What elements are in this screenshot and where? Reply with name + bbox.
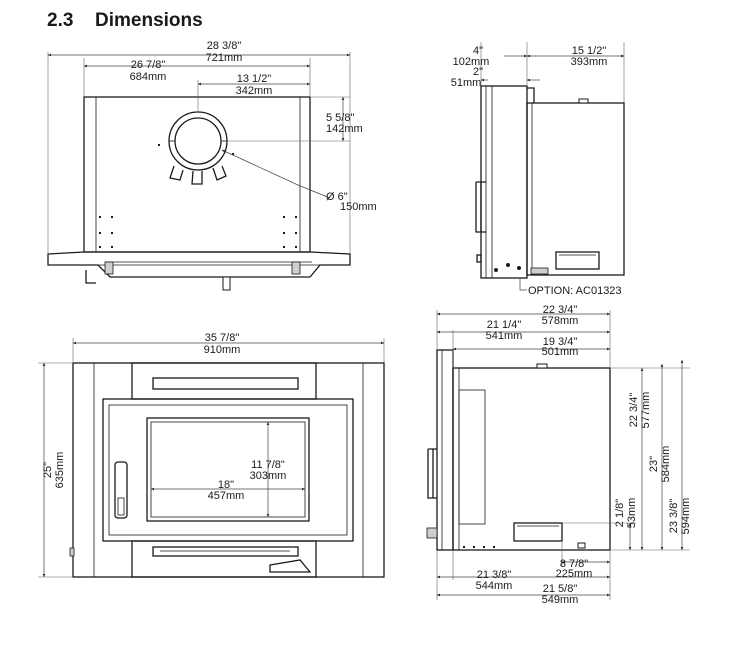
section-number: 2.3 (47, 10, 74, 31)
front-width-in: 35 7/8" (205, 332, 240, 344)
glass-width-in: 18" (218, 479, 234, 491)
front-glass (146, 417, 310, 522)
front-surround (72, 362, 385, 578)
depth-b-in: 19 3/4" (543, 336, 578, 348)
flue-collar (168, 111, 228, 171)
overall-width-in: 28 3/8" (207, 40, 242, 52)
top-view-body (83, 96, 311, 253)
glass-height-mm: 303mm (250, 470, 287, 482)
flue-offset-in: 13 1/2" (237, 73, 272, 85)
flue-diameter-in: Ø 6" (326, 191, 348, 203)
front-width-mm: 910mm (204, 344, 241, 356)
height-b-in: 23" (648, 456, 660, 472)
bottom-b-mm: 549mm (542, 594, 579, 606)
body-depth-mm: 393mm (571, 56, 608, 68)
section-heading: 2.3 Dimensions (47, 10, 203, 32)
flue-diameter-mm: 150mm (340, 201, 377, 213)
overall-depth-mm: 578mm (542, 315, 579, 327)
body-depth-in: 15 1/2" (572, 45, 607, 57)
overall-depth-in: 22 3/4" (543, 304, 578, 316)
top-depth-in: 4" (473, 45, 483, 57)
flue-depth-in: 5 5/8" (326, 112, 354, 124)
body-width-mm: 684mm (130, 71, 167, 83)
height-c-in: 23 3/8" (668, 499, 680, 534)
height-c-mm: 594mm (680, 498, 692, 535)
glass-height-in: 11 7/8" (251, 459, 285, 471)
outlet-height-in: 2 1/8" (614, 499, 626, 527)
glass-width-mm: 457mm (208, 490, 245, 502)
side-upper-body (526, 102, 625, 276)
flue-depth-mm: 142mm (326, 123, 363, 135)
depth-a-in: 21 1/4" (487, 319, 522, 331)
depth-b-mm: 501mm (542, 346, 579, 358)
top-depth-mm: 102mm (453, 56, 490, 68)
bottom-b-in: 21 5/8" (543, 583, 578, 595)
bracket-depth-in: 2" (473, 66, 483, 78)
top-view: 28 3/8" 721mm 26 7/8" 684mm 13 1/2" 342m… (47, 40, 377, 291)
side-view-upper: 4" 102mm 2" 51mm 15 1/2" 393mm OPTION: A… (451, 42, 625, 297)
bracket-depth-mm: 51mm (451, 77, 482, 89)
body-width-in: 26 7/8" (131, 59, 166, 71)
top-view-apron (47, 251, 351, 278)
bottom-a-mm: 544mm (476, 580, 513, 592)
side-lower-body (452, 367, 611, 551)
height-a-mm: 577mm (640, 392, 652, 429)
depth-a-mm: 541mm (486, 330, 523, 342)
flue-offset-mm: 342mm (236, 85, 273, 97)
side-view-lower: 22 3/4" 578mm 21 1/4" 541mm 19 3/4" 501m… (426, 304, 692, 606)
front-view: 35 7/8" 910mm 25" 635mm 18" 457mm 11 7/8… (38, 332, 385, 578)
height-a-in: 22 3/4" (628, 393, 640, 428)
overall-width-mm: 721mm (206, 52, 243, 64)
outlet-height-mm: 53mm (626, 498, 638, 529)
outlet-offset-in: 8 7/8" (560, 558, 588, 570)
outlet-offset-mm: 225mm (556, 568, 593, 580)
section-title: Dimensions (95, 10, 203, 31)
bottom-a-in: 21 3/8" (477, 569, 512, 581)
front-height-mm: 635mm (54, 452, 66, 489)
height-b-mm: 584mm (660, 446, 672, 483)
option-label: OPTION: AC01323 (528, 285, 622, 297)
front-height-in: 25" (42, 462, 54, 478)
